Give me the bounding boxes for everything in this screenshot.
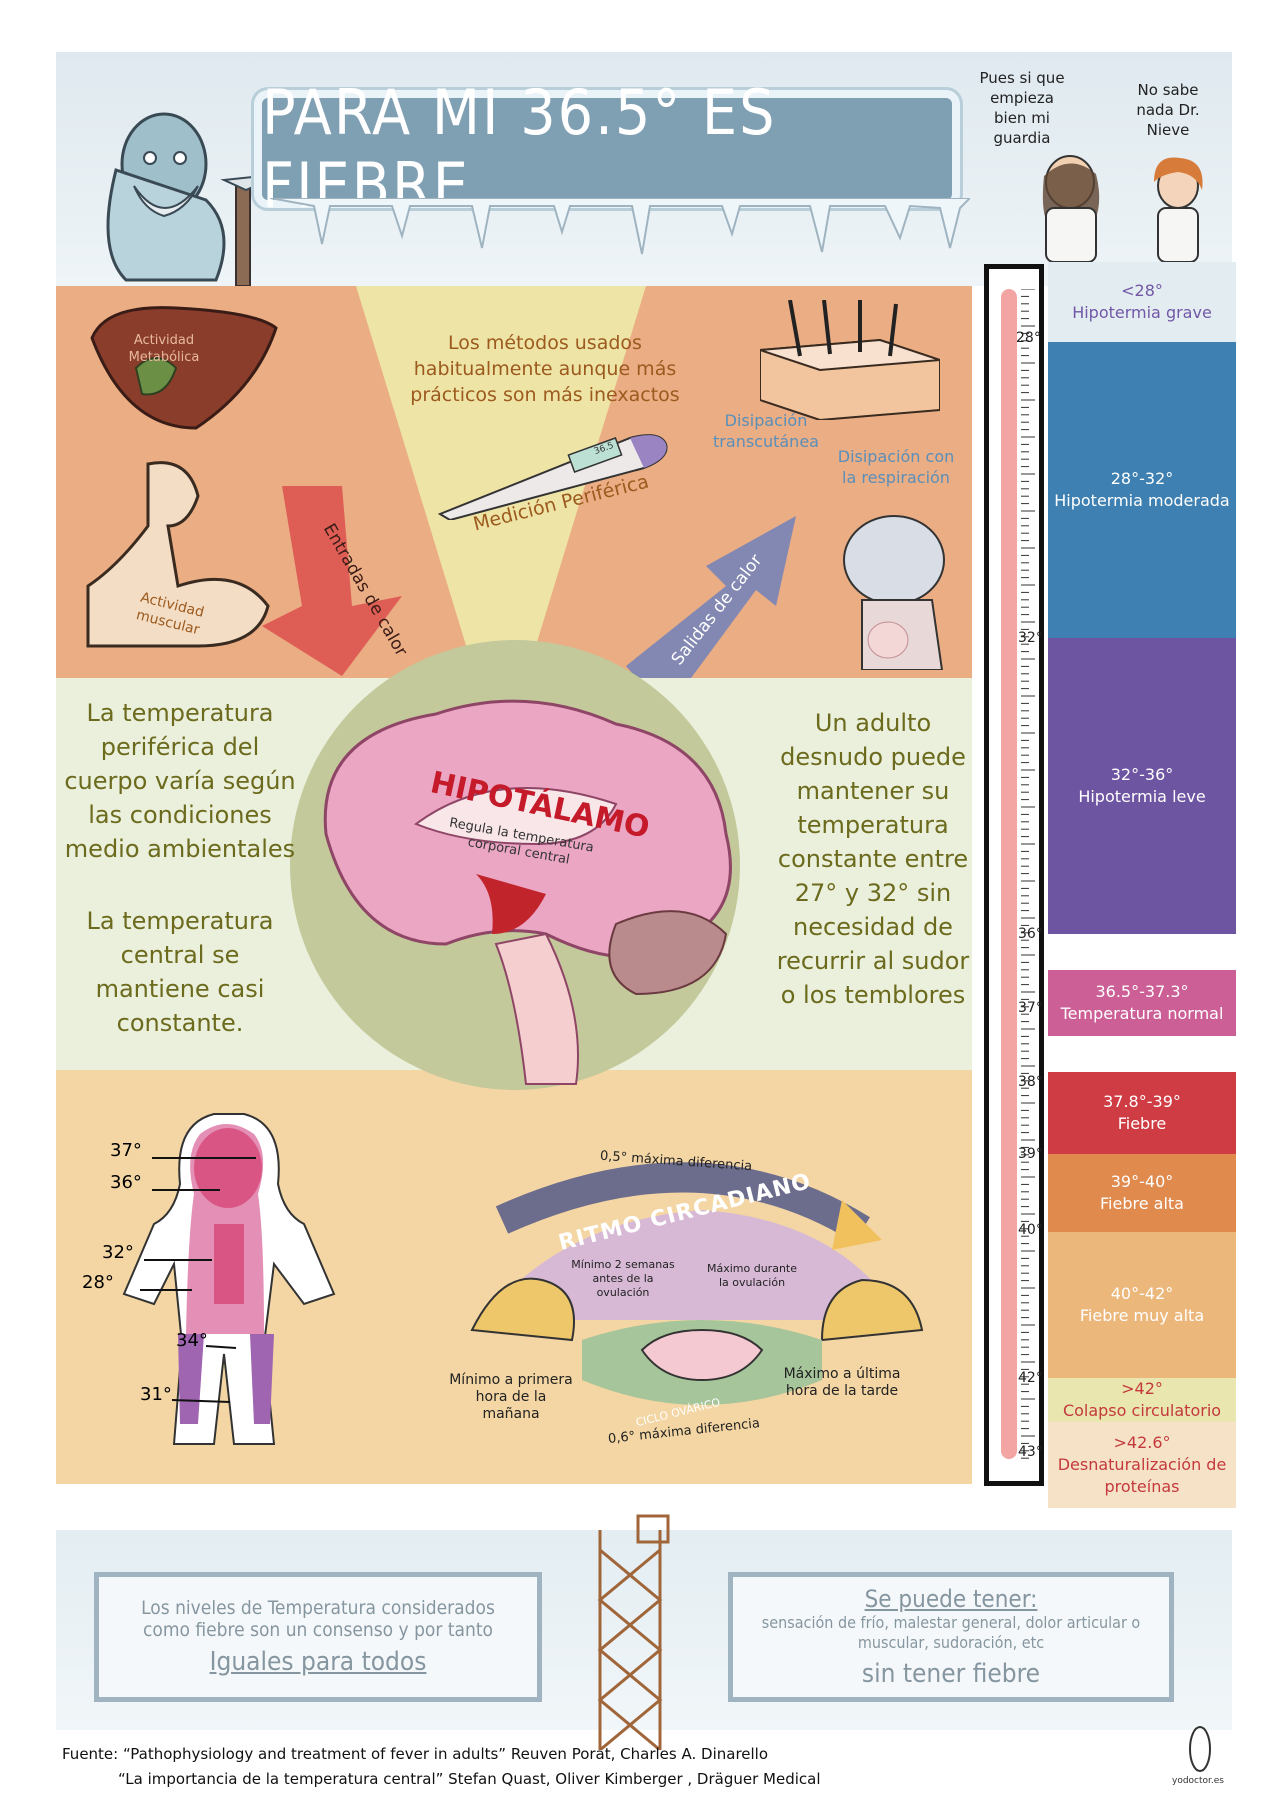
- band-range: 28°-32°: [1110, 469, 1174, 488]
- girl-speech-bubble: No sabe nada Dr. Nieve: [1136, 81, 1200, 139]
- body-temp-34: 34°: [176, 1330, 208, 1351]
- tick-42: 42°: [1018, 1370, 1043, 1386]
- tick-36: 36°: [1018, 926, 1043, 942]
- frozen-old-man-illustration: [106, 112, 276, 286]
- doctor-speech-bubble: Pues si que empieza bien mi guardia: [979, 69, 1065, 147]
- band-label: Colapso circulatorio: [1062, 1401, 1222, 1420]
- footer-left-line2: como fiebre son un consenso y por tanto: [142, 1619, 493, 1641]
- band-label: Fiebre alta: [1100, 1194, 1184, 1213]
- band-range: 37.8°-39°: [1103, 1092, 1181, 1111]
- band-very-high-fever: 40°-42° Fiebre muy alta: [1048, 1232, 1236, 1378]
- footer-left-line3: Iguales para todos: [209, 1647, 427, 1677]
- breath-dissipation-label: Disipación con la respiración: [837, 447, 955, 487]
- min-ovulation-label: Mínimo 2 semanas antes de la ovulación: [571, 1258, 675, 1299]
- brain-illustration: [323, 699, 732, 1085]
- footer-right-box: Se puede tener: sensación de frío, males…: [728, 1572, 1174, 1702]
- methods-note: Los métodos usados habitualmente aunque …: [410, 332, 680, 406]
- min-morning-label: Mínimo a primera hora de la mañana: [449, 1372, 573, 1422]
- band-circulatory-collapse: >42° Colapso circulatorio: [1048, 1378, 1236, 1422]
- max-ovulation-label: Máximo durante la ovulación: [706, 1262, 797, 1289]
- arm-muscle-icon: [86, 461, 270, 648]
- band-range: 36.5°-37.3°: [1095, 982, 1189, 1001]
- band-normal-temperature: 36.5°-37.3° Temperatura normal: [1048, 970, 1236, 1036]
- tick-32: 32°: [1018, 630, 1043, 646]
- thermometer-tick-marks: [1021, 289, 1035, 1459]
- band-range: <28°: [1121, 281, 1163, 300]
- band-range: 39°-40°: [1110, 1172, 1174, 1191]
- body-temp-28: 28°: [82, 1272, 114, 1293]
- tower-illustration: [597, 1514, 670, 1750]
- liver-icon: [90, 306, 278, 430]
- band-label: Fiebre: [1117, 1114, 1167, 1133]
- band-range: >42.6°: [1113, 1433, 1171, 1452]
- naked-adult-text: Un adulto desnudo puede mantener su temp…: [776, 709, 970, 1009]
- yodoctor-logo-icon: [1189, 1726, 1211, 1772]
- heat-in-arrow: [262, 486, 402, 676]
- band-label: Fiebre muy alta: [1079, 1306, 1205, 1325]
- metabolic-activity-label: Actividad Metabólica: [128, 333, 200, 365]
- page-title: PARA MI 36.5° ES FIEBRE: [262, 76, 777, 222]
- source-line-2: “La importancia de la temperatura centra…: [118, 1770, 821, 1788]
- tick-38: 38°: [1018, 1074, 1043, 1090]
- heat-out-arrow: [626, 516, 796, 712]
- doctors-illustration: [1042, 155, 1203, 262]
- peripheral-temp-text: La temperatura periférica del cuerpo var…: [64, 699, 296, 863]
- band-severe-hypothermia: <28° Hipotermia grave: [1048, 262, 1236, 342]
- band-range: 40°-42°: [1110, 1284, 1174, 1303]
- footer-right-line1: Se puede tener:: [864, 1585, 1038, 1613]
- tick-43: 43°: [1018, 1444, 1043, 1460]
- circadian-diagram: [470, 1162, 924, 1405]
- band-range: 32°-36°: [1110, 765, 1174, 784]
- transcutaneous-dissipation-label: Disipación transcutánea: [713, 411, 819, 451]
- central-temp-text: La temperatura central se mantiene casi …: [86, 907, 274, 1037]
- tick-40: 40°: [1018, 1222, 1043, 1238]
- tick-37: 37°: [1018, 1000, 1043, 1016]
- footer-right-line3: sin tener fiebre: [861, 1659, 1041, 1689]
- body-temp-36: 36°: [110, 1172, 142, 1193]
- footer-left-box: Los niveles de Temperatura considerados …: [94, 1572, 542, 1702]
- max-afternoon-label: Máximo a última hora de la tarde: [783, 1366, 901, 1399]
- body-temp-32: 32°: [102, 1242, 134, 1263]
- title-box: PARA MI 36.5° ES FIEBRE: [254, 76, 960, 222]
- band-high-fever: 39°-40° Fiebre alta: [1048, 1154, 1236, 1232]
- body-temp-37: 37°: [110, 1140, 142, 1161]
- band-fever: 37.8°-39° Fiebre: [1048, 1072, 1236, 1154]
- icicles-decoration: [270, 198, 970, 255]
- source-citation: Fuente: “Pathophysiology and treatment o…: [62, 1742, 821, 1792]
- thermometer-tube: [1001, 289, 1017, 1459]
- body-temp-31: 31°: [140, 1384, 172, 1405]
- band-label: Hipotermia leve: [1078, 787, 1206, 806]
- credit-text: yodoctor.es: [1172, 1776, 1224, 1786]
- band-label: Hipotermia grave: [1072, 303, 1212, 322]
- footer-left-line1: Los niveles de Temperatura considerados: [141, 1597, 495, 1619]
- body-temperature-figure: [122, 1113, 336, 1445]
- source-line-1: Fuente: “Pathophysiology and treatment o…: [62, 1745, 769, 1763]
- tick-39: 39°: [1018, 1146, 1043, 1162]
- band-label: Temperatura normal: [1060, 1004, 1224, 1023]
- band-label: Desnaturalización de proteínas: [1057, 1455, 1227, 1496]
- head-breathing-icon: [843, 515, 945, 670]
- footer-right-line2: sensación de frío, malestar general, dol…: [761, 1613, 1141, 1652]
- band-protein-denaturation: >42.6° Desnaturalización de proteínas: [1048, 1422, 1236, 1508]
- band-moderate-hypothermia: 28°-32° Hipotermia moderada: [1048, 342, 1236, 638]
- thermometer-device-icon: [437, 434, 668, 520]
- thermometer-scale: [984, 264, 1044, 1486]
- skin-hair-icon: [760, 300, 940, 420]
- band-label: Hipotermia moderada: [1054, 491, 1230, 510]
- tick-28: 28°: [1016, 330, 1041, 346]
- band-mild-hypothermia: 32°-36° Hipotermia leve: [1048, 638, 1236, 934]
- band-range: >42°: [1121, 1379, 1163, 1398]
- body-temp-pointers: [140, 1157, 256, 1403]
